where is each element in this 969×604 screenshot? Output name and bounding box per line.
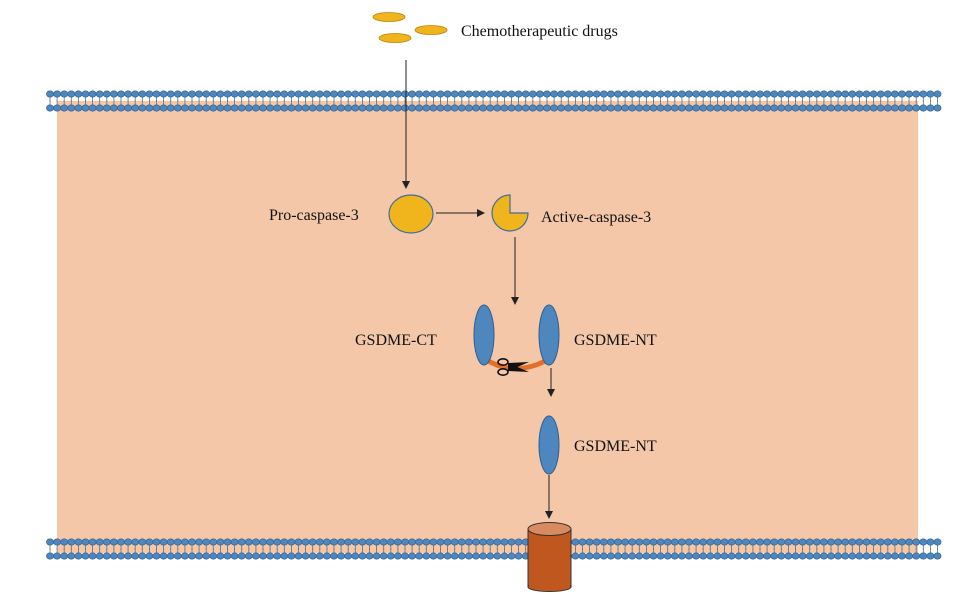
chemotherapeutic-drugs <box>372 12 448 43</box>
active-caspase-3-shape <box>491 194 529 232</box>
label-gsdme-ct: GSDME-CT <box>355 332 437 349</box>
drug-pill <box>372 12 406 22</box>
pro-caspase-3-shape <box>388 194 434 234</box>
label-active-caspase-3: Active-caspase-3 <box>541 209 652 226</box>
label-pro-caspase-3: Pro-caspase-3 <box>269 207 359 224</box>
gsdme-ct-shape <box>473 304 495 366</box>
membrane-pore-icon <box>527 522 572 592</box>
gsdme-nt-attached-shape <box>538 304 560 366</box>
lipid-head <box>933 538 942 546</box>
lipid-head <box>933 552 942 560</box>
label-gsdme-nt-cleaved: GSDME-NT <box>574 332 657 349</box>
label-chemotherapeutic-drugs: Chemotherapeutic drugs <box>461 23 618 40</box>
scissors-icon <box>497 358 529 377</box>
drug-pill <box>378 33 412 43</box>
gsdme-nt-free-shape <box>538 415 560 475</box>
drug-pill <box>414 25 448 35</box>
lipid-head <box>933 104 942 112</box>
cell-membrane-top <box>46 90 942 112</box>
lipid-head <box>933 90 942 98</box>
label-gsdme-nt-free: GSDME-NT <box>574 438 657 455</box>
